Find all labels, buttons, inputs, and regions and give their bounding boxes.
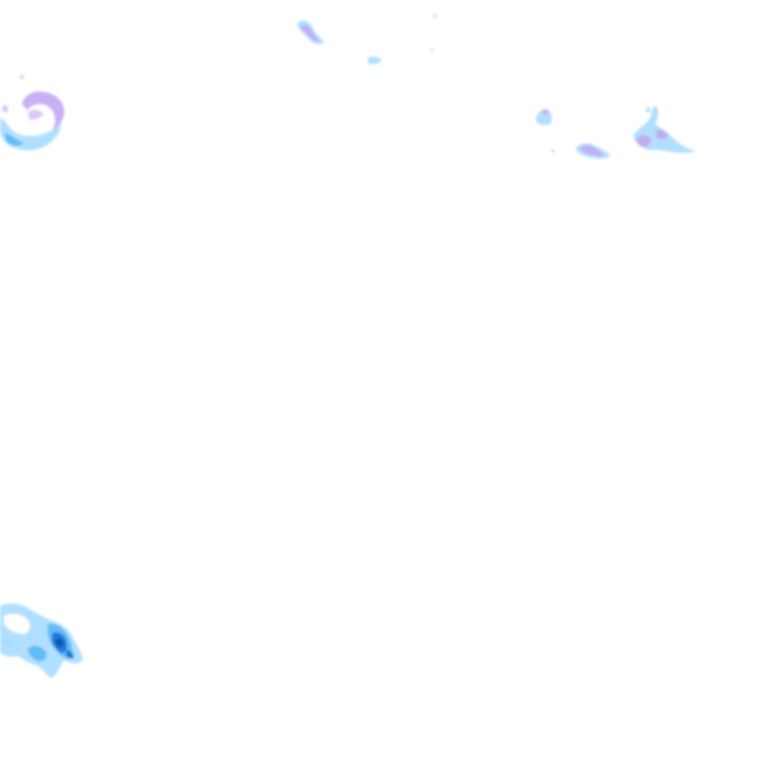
precip-cell-northwest-ring <box>0 75 65 151</box>
precip-cell-southwest-core <box>0 603 83 678</box>
precip-cell-northeast-cluster <box>535 106 696 159</box>
precip-cell-north-streak <box>297 14 437 65</box>
